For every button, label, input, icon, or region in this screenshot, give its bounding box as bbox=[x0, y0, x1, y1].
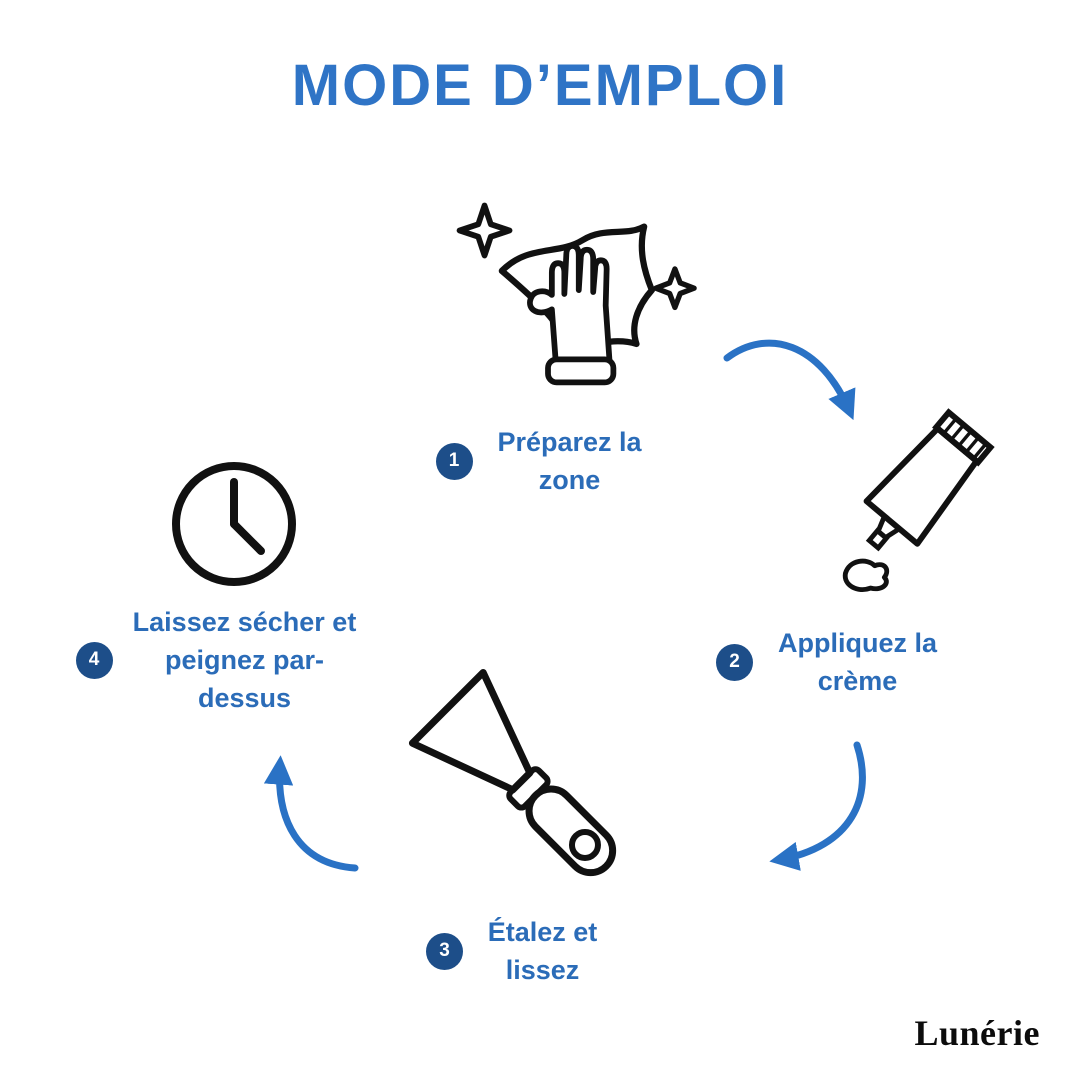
step-3-label: Étalez et lissez bbox=[487, 916, 598, 985]
arrow-step1-to-step2-icon bbox=[712, 328, 862, 428]
cream-tube-icon bbox=[822, 392, 1017, 597]
step-4-label: Laissez sécher et peignez par-dessus bbox=[132, 606, 357, 714]
step-2-number-badge: 2 bbox=[716, 643, 753, 681]
step-4: 4 Laissez sécher et peignez par-dessus bbox=[52, 602, 388, 718]
clock-icon bbox=[164, 454, 304, 594]
hand-cleaning-icon bbox=[448, 182, 698, 404]
step-2-label: Appliquez la crème bbox=[777, 627, 937, 696]
step-1-label: Préparez la zone bbox=[497, 426, 642, 495]
step-3: 3 Étalez et lissez bbox=[413, 915, 623, 987]
arrow-step2-to-step3-icon bbox=[758, 733, 878, 873]
step-1: 1 Préparez la zone bbox=[420, 425, 670, 497]
putty-knife-icon bbox=[402, 656, 642, 888]
step-3-number-badge: 3 bbox=[426, 932, 463, 970]
step-2: 2 Appliquez la crème bbox=[703, 625, 963, 699]
brand-logo: Lunérie bbox=[914, 1013, 1040, 1053]
step-4-number-badge: 4 bbox=[75, 641, 113, 679]
arrow-step3-to-step4-icon bbox=[252, 748, 367, 880]
page-title: MODE D’EMPLOI bbox=[291, 53, 789, 118]
step-1-number-badge: 1 bbox=[435, 442, 473, 480]
